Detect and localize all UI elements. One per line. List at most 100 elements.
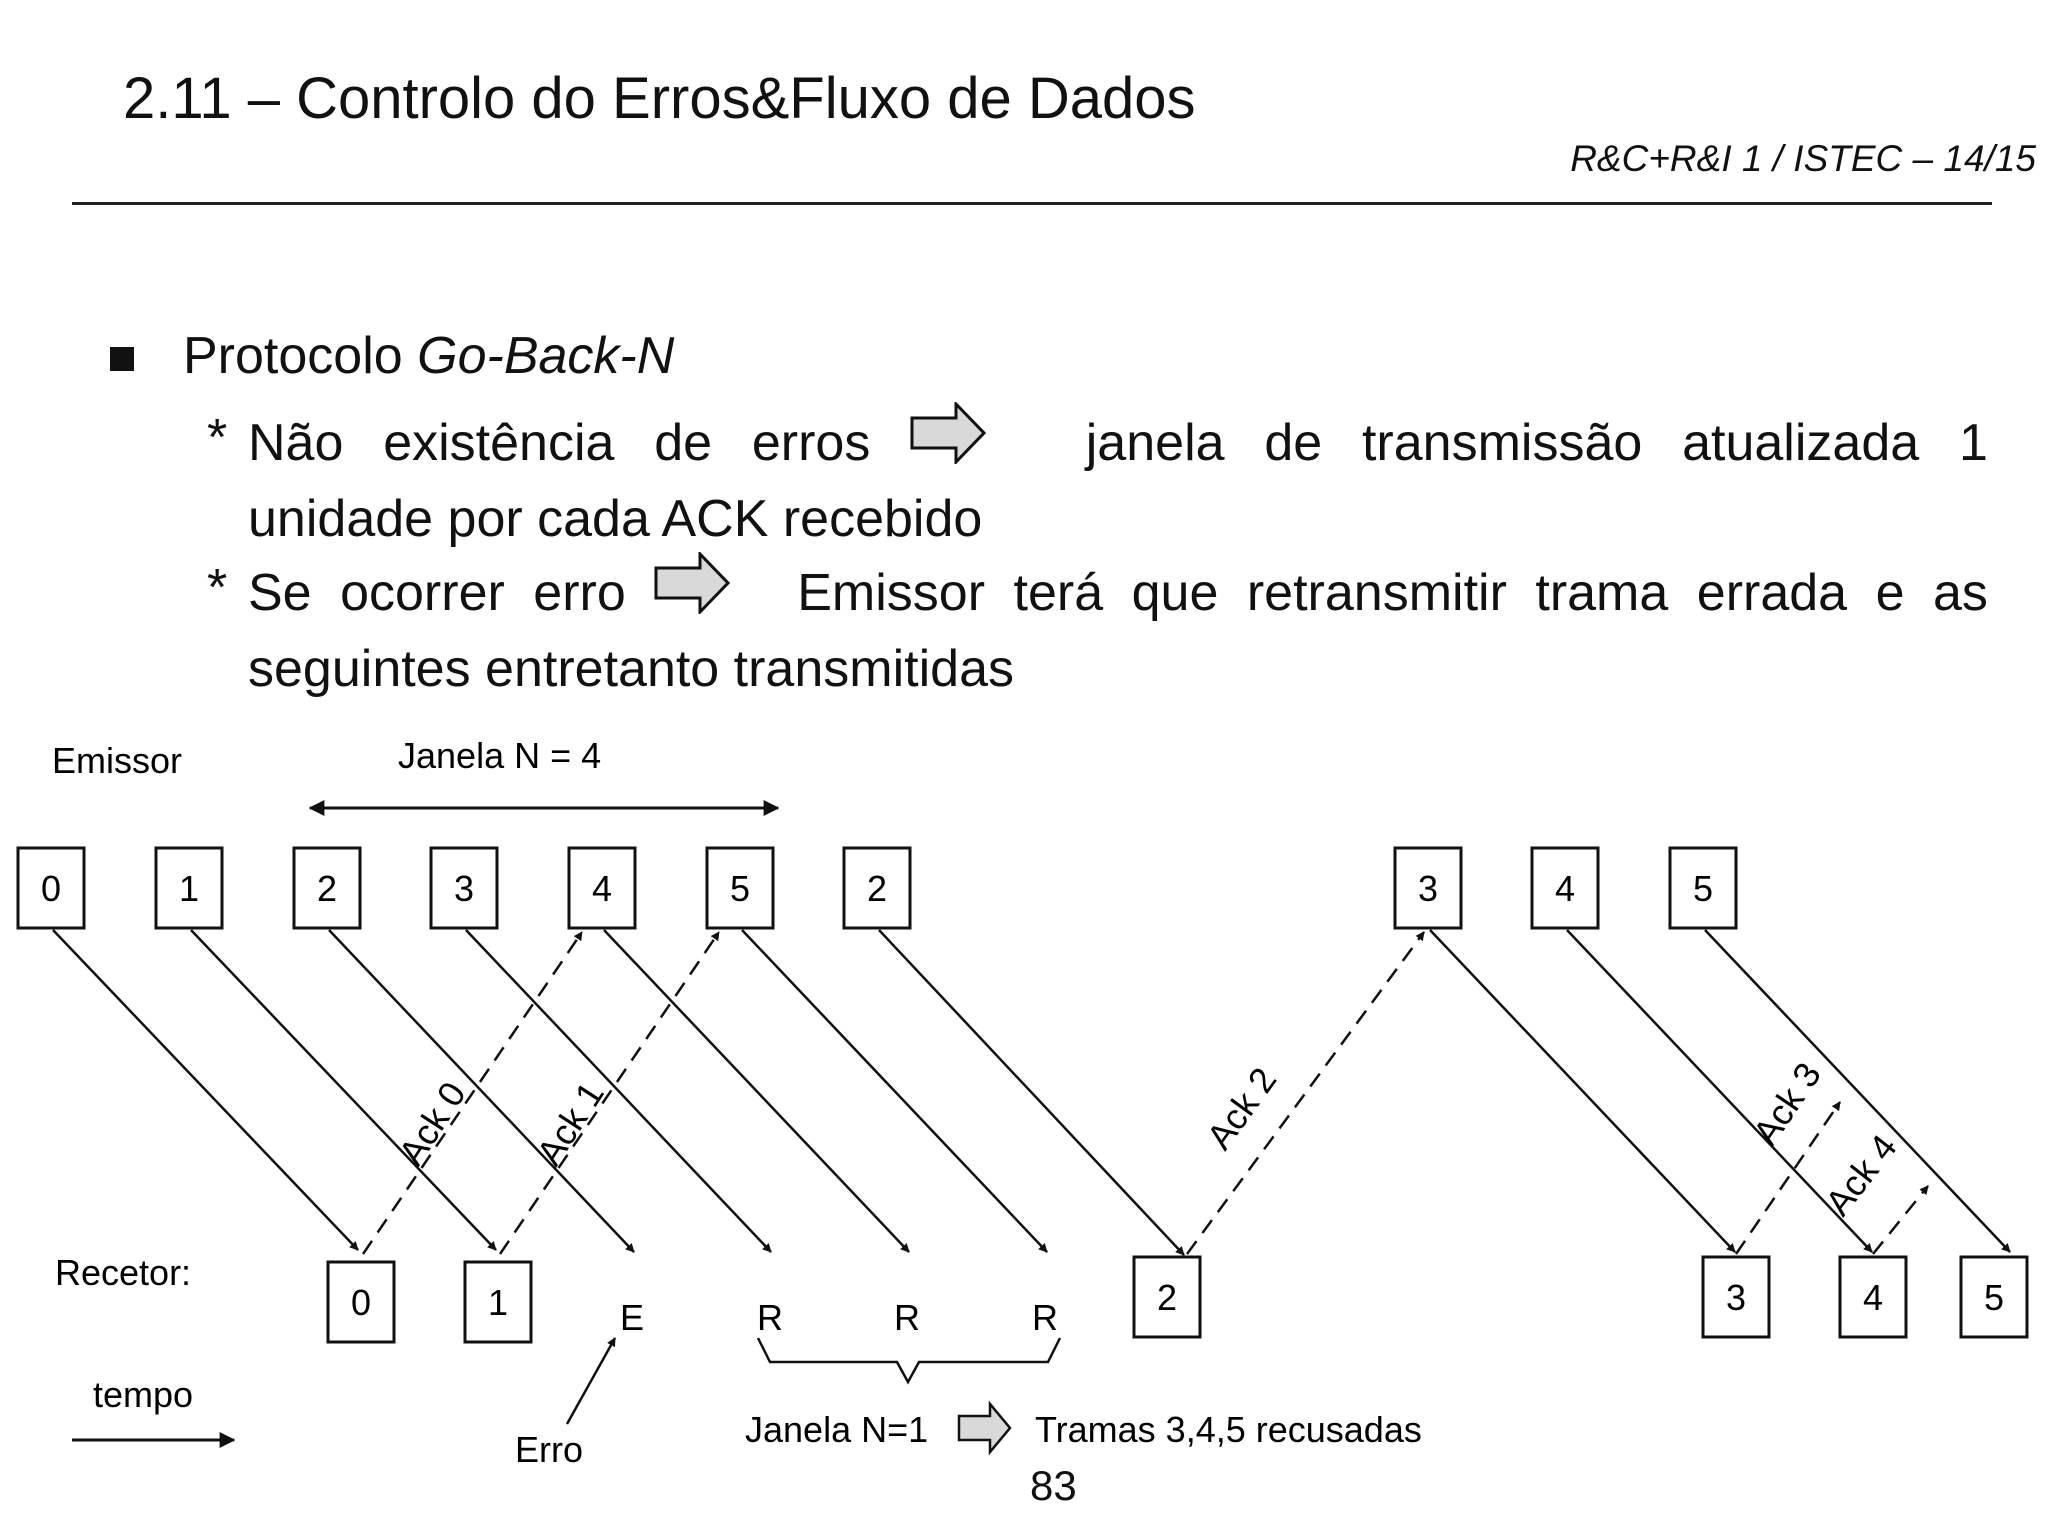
- ack-arrow: [1872, 1185, 1929, 1255]
- frame-arrow: [1429, 929, 1736, 1253]
- word: transmissão: [1361, 413, 1643, 472]
- frame-number: 5: [730, 868, 750, 909]
- bullet-square-icon: [110, 347, 134, 371]
- sub-item-1-line-2: unidade por cada ACK recebido: [248, 483, 1988, 555]
- frame-arrow-lost: [328, 929, 635, 1253]
- sender-frame: 3: [429, 846, 499, 930]
- sender-frame: 1: [154, 846, 224, 930]
- frame-number: 3: [1726, 1277, 1746, 1318]
- word: existência: [383, 413, 615, 472]
- word: Se: [248, 563, 312, 622]
- sub-item-2-line-1: Se ocorrer erro Emissor terá que retrans…: [248, 550, 1988, 633]
- frame-number: 5: [1693, 868, 1713, 909]
- word: terá: [1013, 563, 1104, 622]
- sub-item-1: Não existência de erros janela de transm…: [248, 400, 1988, 555]
- rejected-mark: R: [894, 1297, 920, 1338]
- word: retransmitir: [1246, 563, 1507, 622]
- frame-number: 3: [454, 868, 474, 909]
- word: atualizada: [1682, 413, 1920, 472]
- sub-item-2: Se ocorrer erro Emissor terá que retrans…: [248, 550, 1988, 705]
- word: erro: [533, 563, 626, 622]
- sub-item-2-star: *: [207, 559, 228, 617]
- block-arrow-icon: [957, 1400, 1012, 1456]
- ack-label: Ack 1: [528, 1075, 611, 1173]
- word: Emissor: [797, 563, 986, 622]
- frame-number: 4: [1863, 1277, 1883, 1318]
- page-title: 2.11 – Controlo do Erros&Fluxo de Dados: [123, 66, 1196, 131]
- bullet-heading: Protocolo Go-Back-N: [183, 330, 674, 382]
- time-label: tempo: [93, 1374, 193, 1415]
- receiver-label: Recetor:: [55, 1252, 191, 1293]
- receiver-frame: 3: [1701, 1255, 1771, 1339]
- rejected-mark: R: [757, 1297, 783, 1338]
- frame-number: 1: [179, 868, 199, 909]
- course-label: R&C+R&I 1 / ISTEC – 14/15: [1570, 138, 2036, 179]
- word: errada: [1696, 563, 1848, 622]
- block-arrow-icon: [910, 400, 987, 483]
- frame-number: 0: [41, 868, 61, 909]
- receiver-frame: 1: [463, 1260, 533, 1344]
- sender-frame: 5: [705, 846, 775, 930]
- frame-number: 5: [1984, 1277, 2004, 1318]
- error-label: Erro: [515, 1429, 583, 1470]
- sender-frame-retransmit: 2: [842, 846, 912, 930]
- word: erros: [751, 413, 871, 472]
- frame-arrow: [1704, 929, 2011, 1253]
- receiver-frame: 2: [1132, 1255, 1202, 1339]
- protocol-name: Go-Back-N: [417, 327, 675, 385]
- window-label: Janela N = 4: [398, 735, 601, 776]
- frame-arrow: [1566, 929, 1873, 1253]
- sender-frame-retransmit: 3: [1393, 846, 1463, 930]
- word: de: [654, 413, 713, 472]
- frame-number: 4: [1555, 868, 1575, 909]
- frame-number: 3: [1418, 868, 1438, 909]
- receiver-frame: 5: [1959, 1255, 2029, 1339]
- ack-arrow: [498, 931, 721, 1255]
- word: de: [1264, 413, 1323, 472]
- ack-label: Ack 4: [1817, 1127, 1905, 1223]
- word: e: [1875, 563, 1905, 622]
- word: as: [1932, 563, 1988, 622]
- receiver-frame: 4: [1838, 1255, 1908, 1339]
- frame-number: 4: [592, 868, 612, 909]
- sender-frame-retransmit: 5: [1668, 846, 1738, 930]
- frame-number: 1: [488, 1282, 508, 1323]
- ack-arrow: [1734, 1101, 1842, 1255]
- line-text: seguintes entretanto transmitidas: [248, 640, 1014, 698]
- word: 1: [1958, 413, 1988, 472]
- frame-arrow: [52, 929, 359, 1251]
- block-arrow-icon: [654, 550, 731, 633]
- frame-number: 2: [1157, 1277, 1177, 1318]
- sub-item-1-line-1: Não existência de erros janela de transm…: [248, 400, 1988, 483]
- rejected-brace: [756, 1337, 1062, 1385]
- frame-number: 2: [317, 868, 337, 909]
- header-divider: [72, 202, 1992, 205]
- error-pointer-arrow: [565, 1337, 617, 1425]
- receiver-frame: 0: [326, 1260, 396, 1344]
- sub-item-2-line-2: seguintes entretanto transmitidas: [248, 633, 1988, 705]
- word: ocorrer: [340, 563, 505, 622]
- line-text: unidade por cada ACK recebido: [248, 490, 983, 548]
- sender-frame: 4: [567, 846, 637, 930]
- sender-label: Emissor: [52, 740, 182, 781]
- word: janela: [1085, 413, 1225, 472]
- ack-label: Ack 2: [1198, 1060, 1284, 1157]
- word: Não: [248, 413, 344, 472]
- frame-number: 0: [351, 1282, 371, 1323]
- word: trama: [1535, 563, 1669, 622]
- ack-label: Ack 0: [390, 1075, 473, 1173]
- frame-arrow: [741, 929, 1048, 1253]
- frame-arrow: [465, 929, 772, 1253]
- ack-arrow: [361, 931, 584, 1255]
- ack-arrow: [1185, 931, 1426, 1255]
- sender-frame: 2: [292, 846, 362, 930]
- error-mark: E: [620, 1297, 644, 1338]
- page-number: 83: [1030, 1462, 1077, 1509]
- sub-item-1-star: *: [207, 409, 228, 467]
- bullet-prefix: Protocolo: [183, 327, 418, 385]
- sender-frame: 0: [16, 846, 86, 930]
- frame-arrow: [878, 929, 1185, 1256]
- frame-number: 2: [867, 868, 887, 909]
- bottom-window-label: Janela N=1: [745, 1409, 928, 1450]
